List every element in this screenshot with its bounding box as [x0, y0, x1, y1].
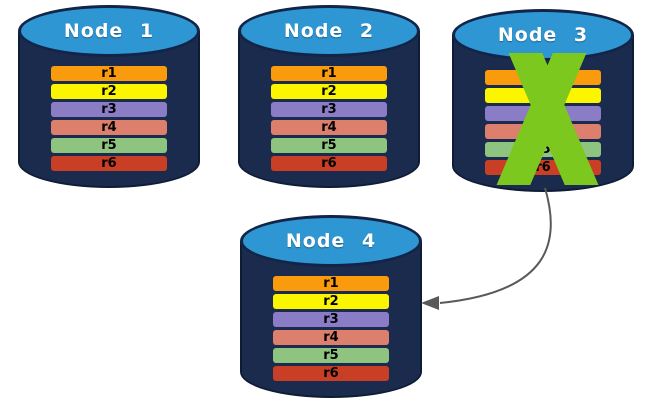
node-3: Node 3 r1 r2 r3 r4 r5 r6 — [452, 9, 634, 192]
failure-x-icon — [496, 53, 599, 185]
node-1: Node 1 r1 r2 r3 r4 r5 r6 — [18, 5, 200, 188]
replica-bar-r3: r3 — [51, 102, 167, 117]
replica-bar-r5: r5 — [273, 348, 389, 363]
cylinder-top-ellipse: Node 1 — [18, 5, 200, 57]
replica-bar-r5: r5 — [51, 138, 167, 153]
replica-bar-r2: r2 — [271, 84, 387, 99]
replica-bar-r3: r3 — [273, 312, 389, 327]
replica-bar-r3: r3 — [271, 102, 387, 117]
node-4: Node 4 r1 r2 r3 r4 r5 r6 — [240, 215, 422, 398]
node-title: Node 4 — [285, 230, 377, 252]
replica-list: r1 r2 r3 r4 r5 r6 — [271, 66, 387, 174]
cylinder-top-ellipse: Node 4 — [240, 215, 422, 267]
replica-bar-r4: r4 — [271, 120, 387, 135]
replica-list: r1 r2 r3 r4 r5 r6 — [273, 276, 389, 384]
replica-bar-r2: r2 — [51, 84, 167, 99]
transfer-arrowhead-icon — [421, 296, 439, 310]
cylinder-top-ellipse: Node 2 — [238, 5, 420, 57]
transfer-arrow — [421, 187, 552, 310]
replica-list: r1 r2 r3 r4 r5 r6 — [51, 66, 167, 174]
replica-bar-r4: r4 — [51, 120, 167, 135]
replica-bar-r6: r6 — [273, 366, 389, 381]
replica-bar-r6: r6 — [271, 156, 387, 171]
replica-bar-r4: r4 — [273, 330, 389, 345]
replica-bar-r5: r5 — [271, 138, 387, 153]
node-title: Node 2 — [283, 20, 375, 42]
replica-bar-r1: r1 — [51, 66, 167, 81]
node-title: Node 3 — [497, 24, 589, 46]
replica-bar-r6: r6 — [51, 156, 167, 171]
replica-bar-r1: r1 — [271, 66, 387, 81]
node-title: Node 1 — [63, 20, 155, 42]
node-2: Node 2 r1 r2 r3 r4 r5 r6 — [238, 5, 420, 188]
cylinder-top-ellipse: Node 3 — [452, 9, 634, 61]
replica-bar-r2: r2 — [273, 294, 389, 309]
transfer-arrow-line — [439, 187, 552, 304]
replica-bar-r1: r1 — [273, 276, 389, 291]
